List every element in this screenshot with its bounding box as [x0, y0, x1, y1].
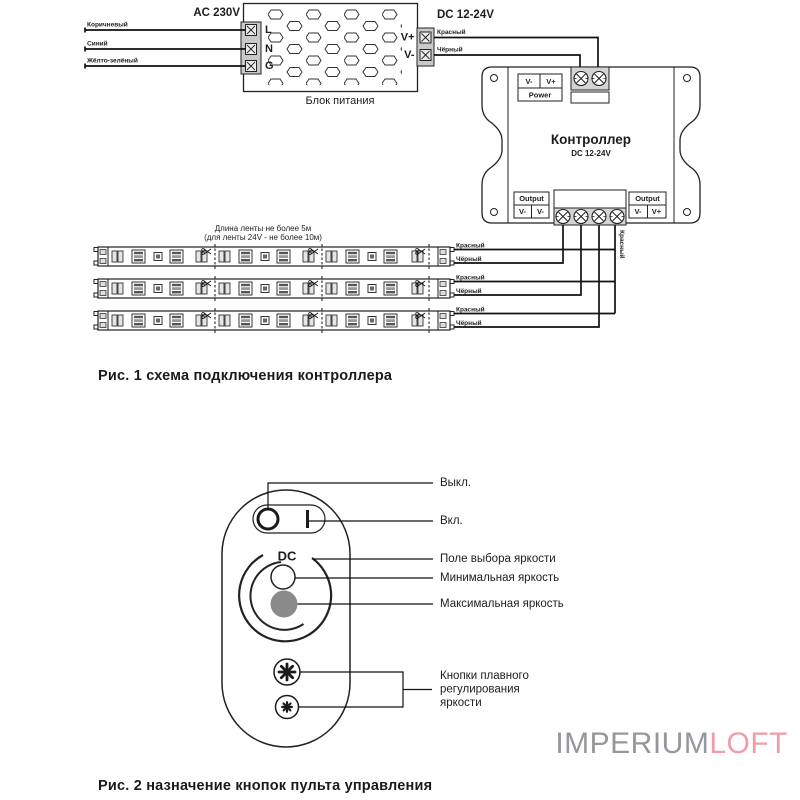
dc-label: DC: [278, 549, 297, 564]
psu-output-voltage: DC 12-24V: [437, 9, 494, 21]
brightness-ring-outer: [238, 554, 333, 643]
mounting-hole: [490, 208, 498, 216]
remote-leader-lines: [267, 482, 433, 708]
bus-wire-label: Красный: [618, 230, 626, 259]
max-brightness-button: [270, 590, 298, 618]
power-on-icon: [306, 510, 309, 528]
wire-label-blue: Синий: [87, 40, 108, 48]
ctrl-power-vplus: V+: [546, 77, 556, 86]
output-right-v1: V-: [634, 207, 642, 216]
label-smooth-2: регулирования: [440, 684, 520, 696]
psu-terminal-vminus: V-: [404, 49, 415, 61]
label-max-brightness: Максимальная яркость: [440, 598, 564, 610]
strip-wires: Красный Красный Чёрный Красный Чёрный Кр…: [454, 225, 626, 328]
watermark-logo: IMPERIUMLOFT: [500, 727, 788, 761]
mains-wires: Коричневый Синий Жёлто-зелёный: [84, 21, 246, 69]
psu-input-voltage: AC 230V: [193, 7, 240, 19]
min-brightness-button: [270, 564, 296, 590]
output-left-v2: V-: [537, 207, 545, 216]
wire-label-brown: Коричневый: [87, 21, 128, 29]
remote-diagram: DC: [221, 477, 564, 748]
ctrl-power-vminus: V-: [525, 77, 533, 86]
mounting-hole: [490, 74, 498, 82]
brightness-up-button: [273, 658, 301, 686]
label-min-brightness: Минимальная яркость: [440, 572, 559, 584]
label-on: Вкл.: [440, 515, 463, 527]
wire-label-red: Красный: [437, 28, 466, 36]
remote-body: DC: [221, 489, 351, 748]
fig2-caption: Рис. 2 назначение кнопок пульта управлен…: [98, 778, 433, 794]
strip1-red-label: Красный: [456, 242, 485, 250]
fig1-caption: Рис. 1 схема подключения контроллера: [98, 368, 393, 384]
output-right-label: Output: [635, 194, 660, 203]
label-smooth-1: Кнопки плавного: [440, 670, 529, 682]
output-right-v2: V+: [652, 207, 662, 216]
label-smooth-3: яркости: [440, 697, 482, 709]
wire-label-black: Чёрный: [437, 46, 463, 54]
mounting-hole: [683, 74, 691, 82]
remote-labels: Выкл. Вкл. Поле выбора яркости Минимальн…: [440, 477, 564, 709]
ctrl-power-label: Power: [529, 91, 552, 100]
label-off: Выкл.: [440, 477, 471, 489]
output-left-v1: V-: [519, 207, 527, 216]
psu-terminal-g: G: [265, 60, 274, 72]
controller-voltage: DC 12-24V: [571, 149, 611, 158]
power-supply-unit: L N G V+ V- AC 230V DC 12-24V Блок питан…: [193, 2, 494, 107]
wire-label-yellow-green: Жёлто-зелёный: [86, 57, 138, 65]
mounting-hole: [683, 208, 691, 216]
strip-note-line2: (для ленты 24V - не более 10м): [204, 233, 322, 242]
controller-name: Контроллер: [551, 132, 631, 147]
strip3-black-label: Чёрный: [456, 319, 482, 327]
psu-terminal-n: N: [265, 43, 273, 55]
psu-label: Блок питания: [306, 95, 375, 107]
brightness-down-button: [274, 694, 300, 720]
psu-vent-holes: [268, 9, 402, 85]
watermark-imperium: IMPERIUM: [555, 727, 710, 760]
output-left-label: Output: [519, 194, 544, 203]
wiring-diagram: L N G V+ V- AC 230V DC 12-24V Блок питан…: [84, 2, 701, 420]
strip2-red-label: Красный: [456, 274, 485, 282]
label-brightness-field: Поле выбора яркости: [440, 553, 556, 565]
strip-note-line1: Длина ленты не более 5м: [215, 224, 312, 233]
watermark-loft: LOFT: [709, 727, 788, 760]
brightness-ring-inner: [249, 561, 305, 631]
psu-terminal-l: L: [265, 24, 272, 36]
dc-power-wires: Красный Чёрный: [434, 28, 599, 71]
strip1-black-label: Чёрный: [456, 255, 482, 263]
strip3-red-label: Красный: [456, 306, 485, 314]
controller: V- V+ Power Контроллер DC 12-24V Output …: [481, 66, 701, 226]
strip2-black-label: Чёрный: [456, 287, 482, 295]
psu-terminal-vplus: V+: [401, 32, 415, 44]
